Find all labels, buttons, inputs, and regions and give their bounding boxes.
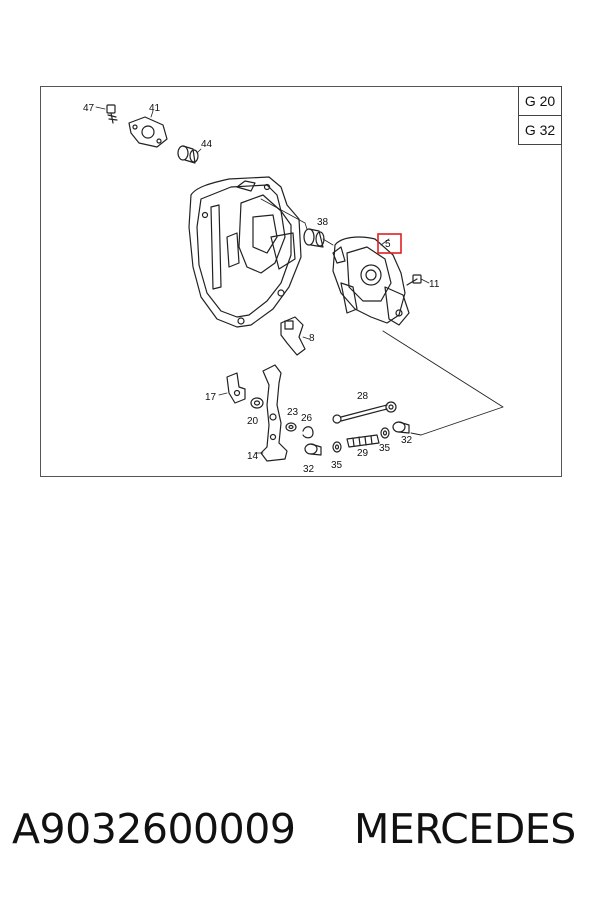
exploded-view-drawing: 47 41 44 38 5 11 8 17 20 23 26 14 32 35 … <box>83 103 504 475</box>
callout-17: 17 <box>205 392 217 403</box>
callout-32a: 32 <box>303 464 315 475</box>
callout-47: 47 <box>83 103 95 114</box>
sensor-8-part <box>280 316 310 356</box>
group-tag-g32: G 32 <box>518 115 562 145</box>
transmission-housing-part <box>188 176 306 328</box>
callout-35b: 35 <box>379 443 391 454</box>
parts-diagram: 47 41 44 38 5 11 8 17 20 23 26 14 32 35 … <box>40 86 562 477</box>
washer-20-part <box>250 397 264 409</box>
highlight-box <box>377 233 402 254</box>
callout-23: 23 <box>287 407 299 418</box>
group-tag-label: G 32 <box>524 122 556 138</box>
group-tag-label: G 20 <box>524 93 556 109</box>
leader-lines <box>382 330 504 436</box>
washer-35a-part <box>332 441 342 453</box>
callout-29: 29 <box>357 448 369 459</box>
ring-23-part <box>285 422 297 432</box>
stud-29-part <box>346 434 380 448</box>
bearing-38-part <box>303 222 334 248</box>
callout-20: 20 <box>247 416 259 427</box>
callout-labels: 47 41 44 38 5 11 8 17 20 23 26 14 32 35 … <box>83 103 440 475</box>
callout-14: 14 <box>247 451 259 462</box>
bolt-11-part <box>406 274 430 286</box>
bushing-44-part <box>177 145 202 164</box>
group-tag-g20: G 20 <box>518 86 562 116</box>
callout-28: 28 <box>357 391 369 402</box>
clip-26-part <box>302 426 314 439</box>
flange-41-part <box>128 110 168 148</box>
bolt-47-part <box>95 104 118 124</box>
callout-8: 8 <box>309 333 315 344</box>
pin-32a-part <box>304 443 322 456</box>
part-number: A9032600009 <box>12 805 296 853</box>
callout-5: 5 <box>385 239 391 250</box>
callout-11: 11 <box>429 279 440 290</box>
brand-name: MERCEDES <box>353 805 576 853</box>
push-rod-28-part <box>332 401 397 424</box>
callout-35a: 35 <box>331 460 343 471</box>
lever-14-part <box>254 364 288 462</box>
callout-26: 26 <box>301 413 313 424</box>
callout-44: 44 <box>201 139 213 150</box>
clutch-actuator-5-part <box>332 236 410 326</box>
bracket-17-part <box>218 372 246 404</box>
callout-38: 38 <box>317 217 329 228</box>
washer-35b-part <box>380 427 390 439</box>
pin-32b-part <box>392 421 410 434</box>
part-caption: A9032600009 MERCEDES <box>12 805 592 861</box>
callout-32b: 32 <box>401 435 413 446</box>
callout-41: 41 <box>149 103 161 114</box>
